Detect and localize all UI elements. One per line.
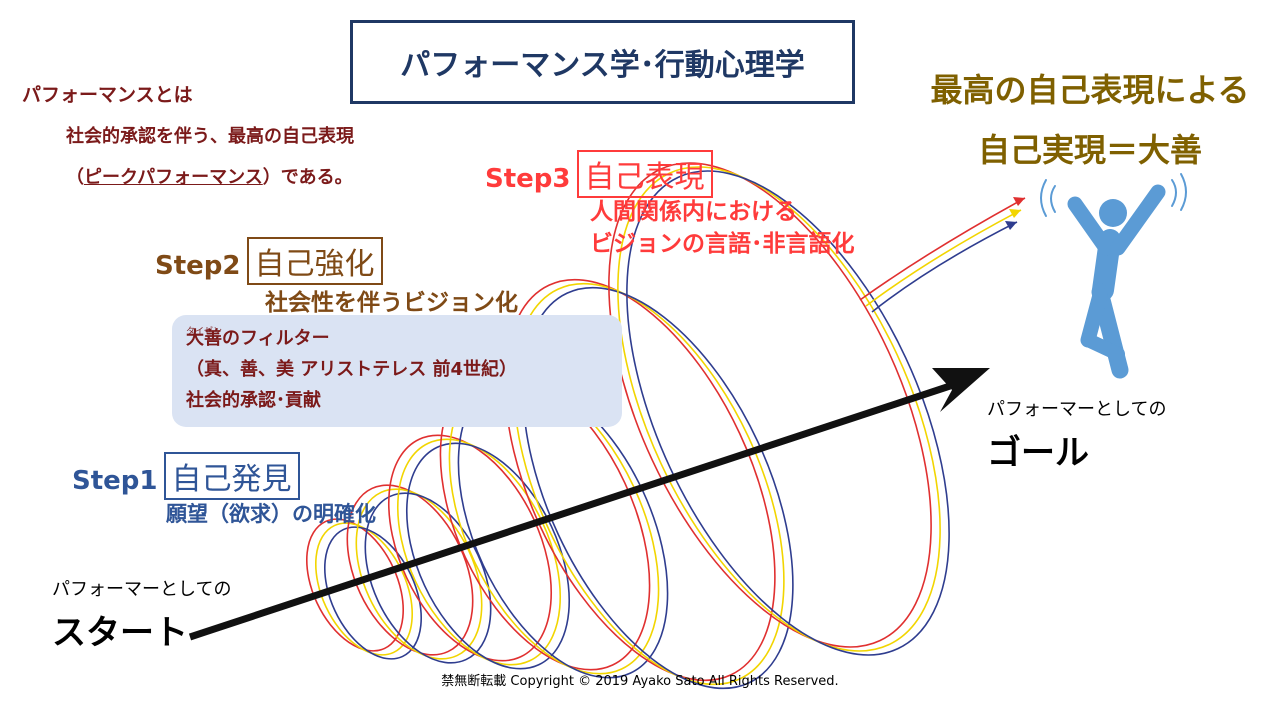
spiral-arrowhead [1005, 221, 1017, 230]
spiral-loop [617, 166, 941, 652]
filter-line1: 大善のフィルター [186, 328, 330, 349]
goal-label: ゴール [987, 433, 1089, 473]
spiral-loop [314, 522, 414, 656]
step2-description: 社会性を伴うビジョン化 [265, 290, 518, 316]
step3-description: 人間関係内における ビジョンの言語･非言語化 [590, 196, 855, 260]
step1-name: 自己発見 [163, 452, 300, 500]
step3-name: 自己表現 [576, 150, 713, 198]
step1-description: 願望（欲求）の明確化 [166, 502, 376, 526]
copyright-notice: 禁無断転載 Copyright © 2019 Ayako Sato All Ri… [441, 674, 839, 689]
step2-label: Step2 [155, 251, 241, 281]
page-title: パフォーマンス学･行動心理学 [350, 20, 855, 104]
spiral-loop [513, 282, 785, 686]
spiral-arrowhead [1013, 197, 1025, 206]
start-subtitle: パフォーマーとしての [52, 579, 232, 600]
start-label: スタート [52, 613, 188, 653]
definition-peak: （ピークパフォーマンス）である。 [66, 163, 353, 189]
step1-label: Step1 [72, 466, 158, 496]
definition-body: 社会的承認を伴う、最高の自己表現 [66, 126, 354, 147]
spiral-loop [405, 442, 571, 670]
main-arrow-line [188, 382, 952, 641]
filter-box: タイゼン 大善のフィルター （真、善、美 アリストテレス 前4世紀） 社会的承認… [172, 315, 622, 427]
spiral-loop [608, 162, 932, 648]
spiral-tail [865, 209, 1022, 307]
goal-heading: 最高の自己表現による 自己実現＝大善 [900, 60, 1280, 180]
filter-line2: （真、善、美 アリストテレス 前4世紀） [186, 359, 518, 380]
step3-desc-line1: 人間関係内における [590, 199, 797, 225]
main-arrow-head [932, 368, 990, 412]
spiral-loop [626, 170, 950, 656]
step2-name: 自己強化 [246, 237, 383, 285]
spiral-arrowhead [1009, 209, 1021, 218]
goal-heading-line2: 自己実現＝大善 [977, 131, 1202, 169]
paren-close: ）である。 [262, 167, 353, 188]
spiral-tail [871, 221, 1018, 313]
goal-heading-line1: 最高の自己表現による [930, 71, 1250, 109]
filter-line3: 社会的承認･貢献 [186, 390, 321, 411]
spiral-loop [387, 434, 553, 662]
spiral-loop [323, 526, 423, 660]
filter-ruby: タイゼン [186, 327, 223, 337]
definition-heading: パフォーマンスとは [22, 84, 193, 106]
goal-subtitle: パフォーマーとしての [987, 399, 1167, 420]
step3-desc-line2: ビジョンの言語･非言語化 [590, 231, 855, 257]
spiral-loop [504, 278, 776, 682]
paren-open: （ [66, 167, 84, 188]
person-figure-icon [1040, 173, 1187, 379]
spiral-tail [859, 197, 1026, 301]
peak-performance-link[interactable]: ピークパフォーマンス [84, 167, 263, 188]
spiral-loop [522, 286, 794, 690]
step3-label: Step3 [485, 164, 571, 194]
